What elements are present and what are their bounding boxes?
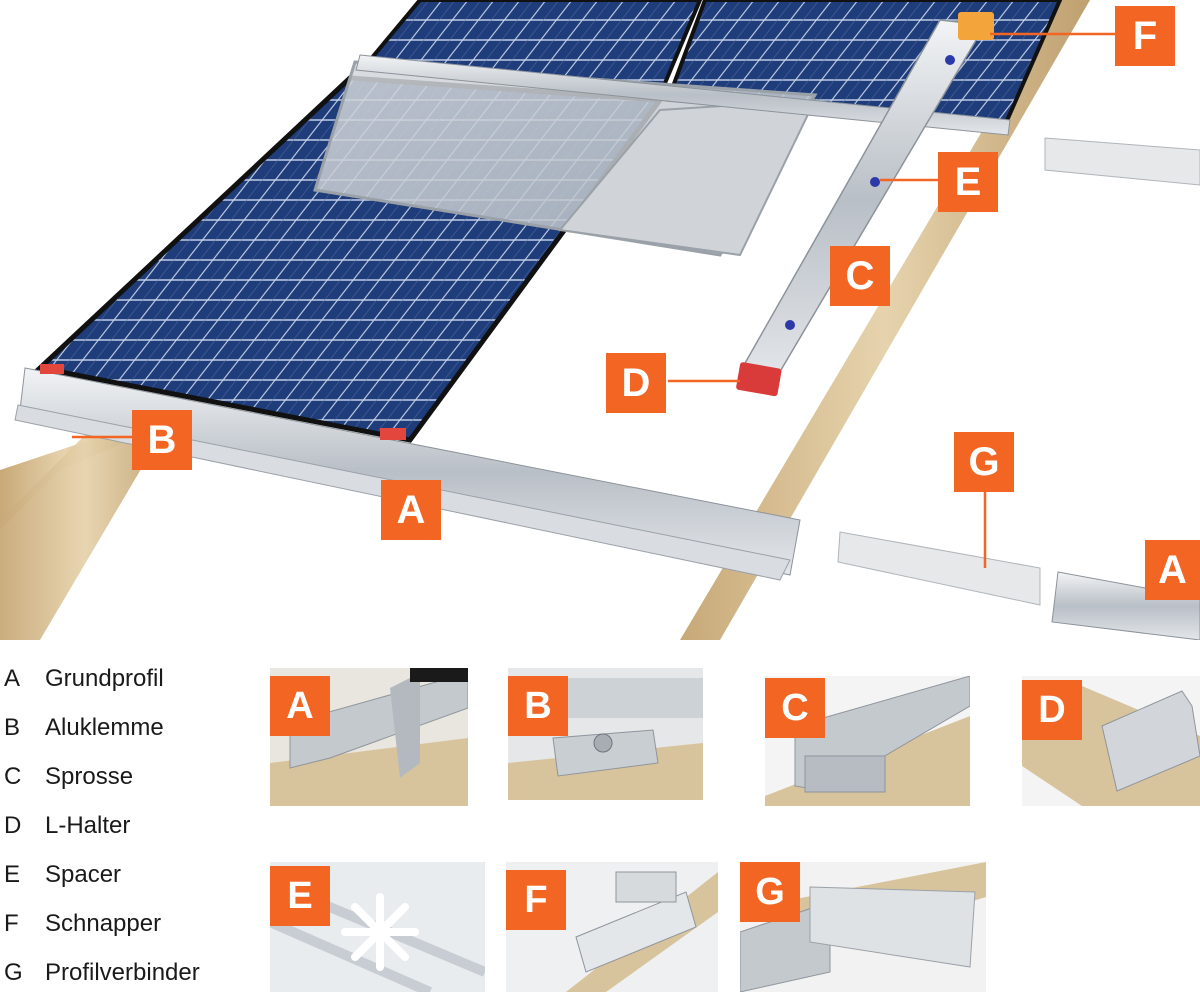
thumb-tag-e: E (270, 866, 330, 926)
clamp-red-2 (40, 364, 64, 374)
callout-c: C (830, 246, 890, 306)
callout-f: F (1115, 6, 1175, 66)
thumb-tag-b: B (508, 676, 568, 736)
spacers (785, 55, 955, 330)
l-halter (736, 362, 782, 397)
callout-g: G (954, 432, 1014, 492)
thumb-tag-g: G (740, 862, 800, 922)
callout-d: D (606, 353, 666, 413)
rafter-left-long (0, 420, 170, 640)
callout-a-right: A (1145, 540, 1200, 600)
profilverbinder-plate (837, 531, 1041, 606)
thumb-tag-f: F (506, 870, 566, 930)
thumb-tag-a: A (270, 676, 330, 736)
thumbnail-d: D (1022, 676, 1200, 806)
thumb-tag-d: D (1022, 680, 1082, 740)
thumb-tag-c: C (765, 678, 825, 738)
callout-b: B (132, 410, 192, 470)
callout-a: A (381, 480, 441, 540)
clamp-red (380, 428, 406, 440)
thumbnail-f: F (506, 862, 718, 992)
thumbnail-e: E (270, 862, 485, 992)
leader-lines (72, 32, 1115, 568)
schnapper-part (958, 12, 994, 40)
thumbnail-c: C (765, 676, 970, 806)
assembly-illustration (0, 0, 1200, 640)
thumbnail-a: A (270, 668, 468, 806)
thumbnail-b: B (508, 668, 703, 800)
thumbnail-g: G (740, 862, 986, 992)
callout-e: E (938, 152, 998, 212)
rail-top (355, 54, 1011, 136)
profilverbinder-plate-top (1044, 137, 1200, 186)
